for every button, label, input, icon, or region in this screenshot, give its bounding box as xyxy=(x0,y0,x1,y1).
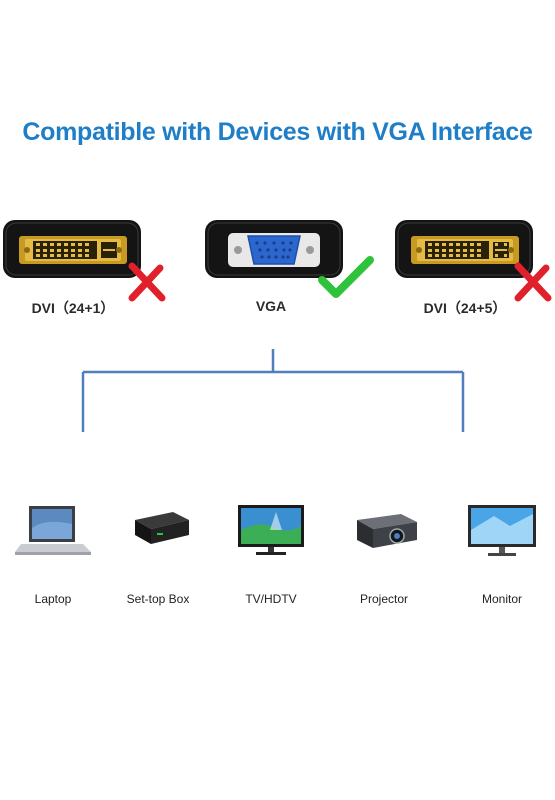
projector-icon xyxy=(334,500,434,560)
projector-label: Projector xyxy=(359,592,409,606)
set-top-box-icon xyxy=(108,500,208,560)
set-top-box-label: Set-top Box xyxy=(126,592,190,606)
check-icon xyxy=(318,256,374,305)
dvi-24-5-connector-icon xyxy=(395,220,535,280)
dvi-24-5-label: DVI（24+5） xyxy=(423,300,507,316)
monitor-icon xyxy=(452,500,552,560)
cross-icon xyxy=(512,262,552,307)
dvi-24-1-connector-icon xyxy=(3,220,143,280)
monitor-label: Monitor xyxy=(481,592,522,606)
dvi-24-1-label: DVI（24+1） xyxy=(31,300,115,316)
tv-icon xyxy=(221,500,321,560)
laptop-label: Laptop xyxy=(34,592,72,606)
vga-label: VGA xyxy=(255,298,287,314)
laptop-icon xyxy=(3,500,103,560)
vga-connector-icon xyxy=(205,220,345,280)
tv-label: TV/HDTV xyxy=(245,592,297,606)
cross-icon xyxy=(126,262,166,307)
page-title: Compatible with Devices with VGA Interfa… xyxy=(22,118,533,146)
